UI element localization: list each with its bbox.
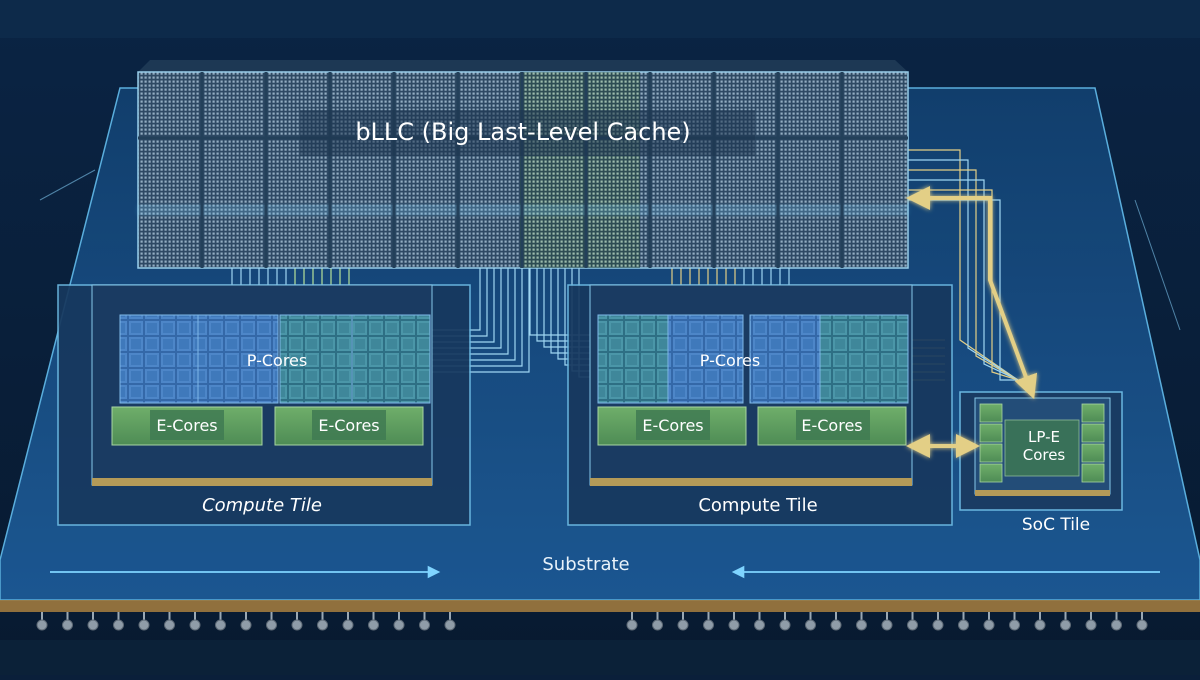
pin-head [652,619,663,631]
compute-tile-right-label: Compute Tile [698,495,817,516]
bllc-cache-block [137,60,909,269]
pin-head [1085,619,1097,631]
ecores-left-a-label: E-Cores [156,416,217,435]
pin-head [728,619,740,631]
ecores-right-a [597,406,747,446]
pin-head [830,619,842,631]
substrate-pins [36,612,1148,631]
pin-head [419,619,430,631]
pin-head [62,619,73,631]
pin-head [677,619,689,631]
pin-head [266,619,277,631]
pin-head [907,619,918,631]
pin-head [215,619,226,631]
pin-head [754,619,765,631]
bottom-band [0,640,1200,675]
pin-head [779,619,791,631]
pin-head [393,619,405,631]
lpe-cores-blocks [979,403,1105,483]
cache-label: bLLC (Big Last-Level Cache) [355,118,690,146]
pin-head [342,619,354,631]
compute-tile-right [567,284,953,526]
lpe-cores-label-line1: LP-E [1028,428,1060,446]
compute-tile-left [57,284,471,526]
pin-head [958,619,969,631]
pin-head [87,619,99,631]
ecores-left-a [111,406,263,446]
pin-head [113,619,124,631]
pcores-right-label: P-Cores [700,351,760,370]
top-band [0,0,1200,38]
pin-head [932,619,944,631]
ecores-right-a-label: E-Cores [642,416,703,435]
pcores-left [119,314,431,404]
pin-head [1111,619,1122,631]
soc-tile-label: SoC Tile [1022,515,1090,535]
pcores-left-label: P-Cores [247,351,307,370]
ecores-left-b [274,406,424,446]
pin-head [1009,619,1020,631]
pin-head [1034,619,1046,631]
pin-head [805,619,816,631]
pcores-right [597,314,909,404]
pin-head [703,619,714,631]
pin-head [856,619,867,631]
pin-head [138,619,150,631]
ecores-left-b-label: E-Cores [318,416,379,435]
pin-head [317,619,328,631]
pin-head [240,619,252,631]
pin-head [444,619,456,631]
pin-head [983,619,995,631]
compute-tile-left-label: Compute Tile [202,495,322,516]
ecores-right-b [757,406,907,446]
pin-head [189,619,201,631]
pin-head [626,619,638,631]
pin-head [1136,619,1148,631]
pin-head [291,619,303,631]
pin-head [881,619,893,631]
ecores-right-b-label: E-Cores [801,416,862,435]
substrate-label: Substrate [542,554,629,575]
pin-head [164,619,175,631]
lpe-cores-label-line2: Cores [1023,446,1066,464]
soc-tile [959,391,1123,511]
pin-head [1060,619,1071,631]
pin-head [36,619,48,631]
pin-head [368,619,379,631]
soc-interconnect [906,186,1038,458]
